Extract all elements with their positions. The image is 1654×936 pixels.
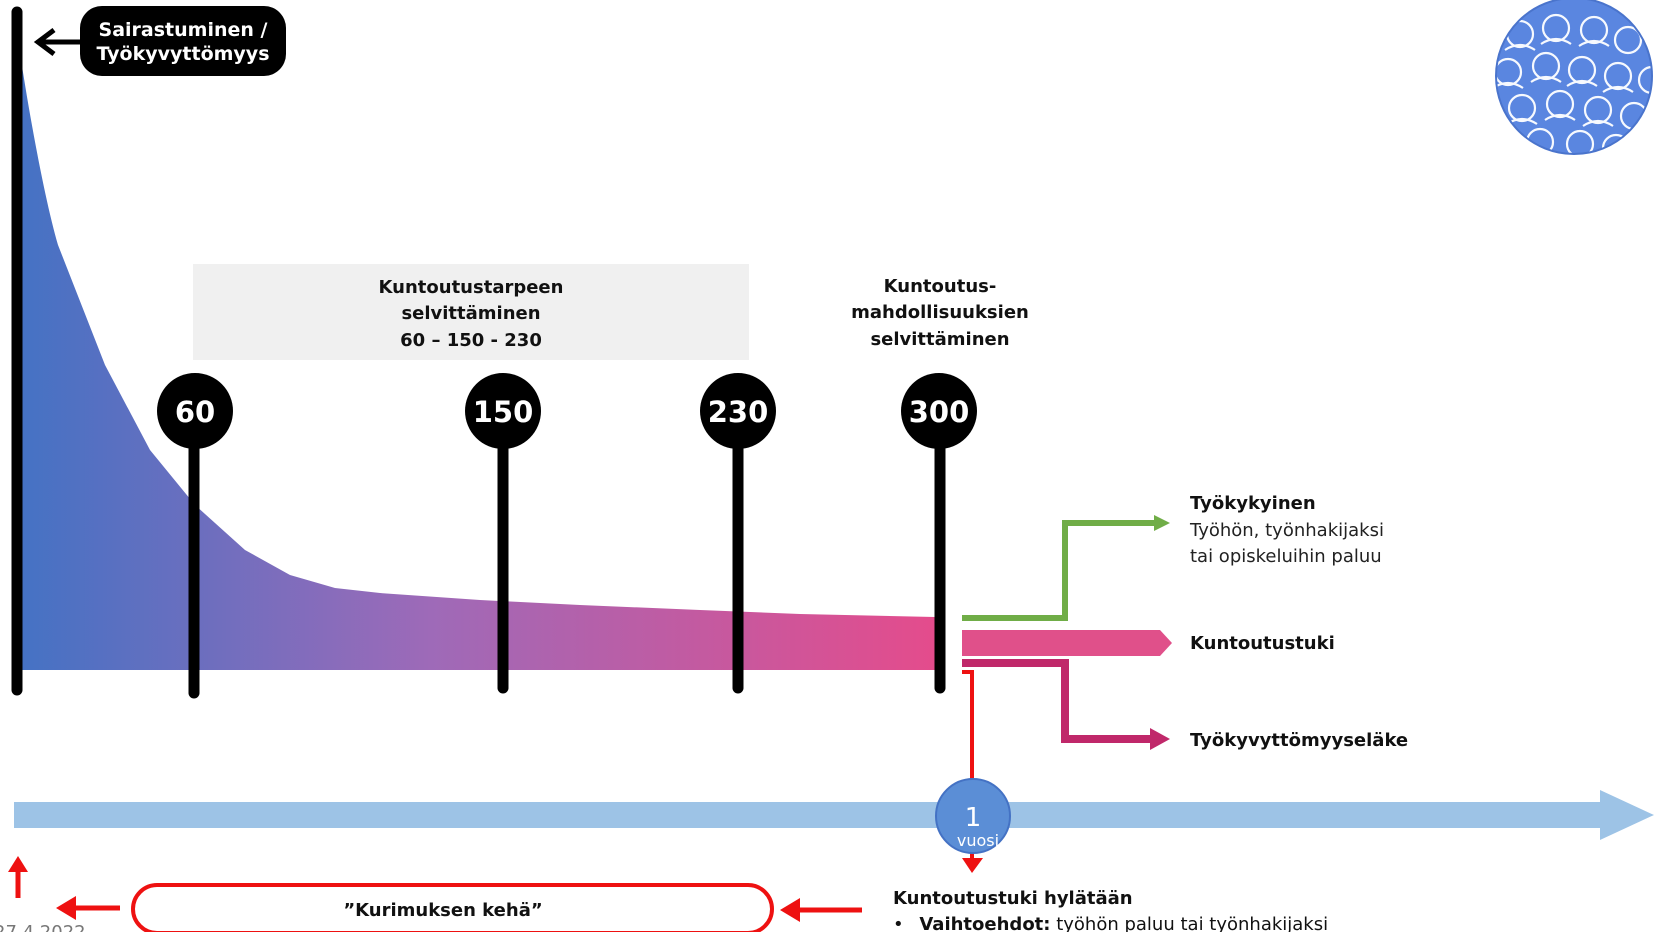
rejected-bullet: • Vaihtoehdot: työhön paluu tai työnhaki… [893, 914, 1328, 932]
assessment-line1: Kuntoutustarpeen [379, 277, 564, 298]
pension-arrow [962, 659, 1170, 750]
up-arrow [8, 856, 28, 898]
milestone-150-label: 150 [473, 395, 534, 429]
assessment-line2: selvittäminen [401, 303, 540, 324]
year-marker: 1 vuosi [935, 778, 1011, 854]
rehab-arrow [962, 630, 1172, 656]
assessment-line3: 60 – 150 - 230 [400, 330, 542, 351]
year-unit: vuosi [957, 831, 999, 850]
cycle-arrow-in [780, 898, 862, 922]
rehab-title: Kuntoutustuki [1190, 633, 1335, 654]
cycle-arrow-out [56, 896, 120, 920]
onset-arrow [33, 28, 80, 56]
opportunities-line2: mahdollisuuksien [851, 302, 1029, 323]
bullet-mark: • [893, 914, 904, 932]
timeline-arrow [14, 790, 1654, 840]
rejected-bullet-bold: Vaihtoehdot: [919, 914, 1050, 932]
rejected-title: Kuntoutustuki hylätään [893, 888, 1133, 909]
able-line1: Työhön, työnhakijaksi [1189, 520, 1384, 541]
slide-date: 27.4.2022 [0, 922, 86, 932]
cycle-label: ”Kurimuksen kehä” [343, 900, 542, 921]
onset-label-line1: Sairastuminen / [99, 19, 268, 41]
milestone-150: 150 [465, 373, 541, 694]
milestone-300-label: 300 [909, 395, 970, 429]
decay-area [18, 40, 935, 670]
able-title: Työkykyinen [1190, 493, 1316, 514]
onset-label-line2: Työkyvyttömyys [96, 43, 269, 65]
opportunities-line1: Kuntoutus- [884, 276, 997, 297]
milestone-60: 60 [157, 373, 233, 699]
onset-label: Sairastuminen / Työkyvyttömyys [80, 6, 286, 76]
rejected-block: Kuntoutustuki hylätään • Vaihtoehdot: ty… [893, 888, 1328, 935]
able-line2: tai opiskeluihin paluu [1190, 546, 1382, 567]
milestone-230: 230 [700, 373, 776, 694]
year-number: 1 [965, 803, 982, 833]
pension-title: Työkyvyttömyyseläke [1190, 730, 1408, 751]
people-crowd-icon [1495, 0, 1653, 155]
rejected-bullet-text: työhön paluu tai työnhakijaksi [1050, 914, 1328, 932]
opportunities-label: Kuntoutus- mahdollisuuksien selvittämine… [851, 276, 1029, 350]
cycle-pill: ”Kurimuksen kehä” [131, 883, 774, 935]
able-outcome: Työkykyinen Työhön, työnhakijaksi tai op… [1189, 493, 1384, 567]
opportunities-line3: selvittäminen [870, 329, 1009, 350]
milestone-60-label: 60 [175, 395, 215, 429]
assessment-box: Kuntoutustarpeen selvittäminen 60 – 150 … [193, 264, 749, 360]
able-arrow [962, 515, 1170, 621]
milestone-230-label: 230 [708, 395, 769, 429]
milestone-300: 300 [901, 373, 977, 694]
